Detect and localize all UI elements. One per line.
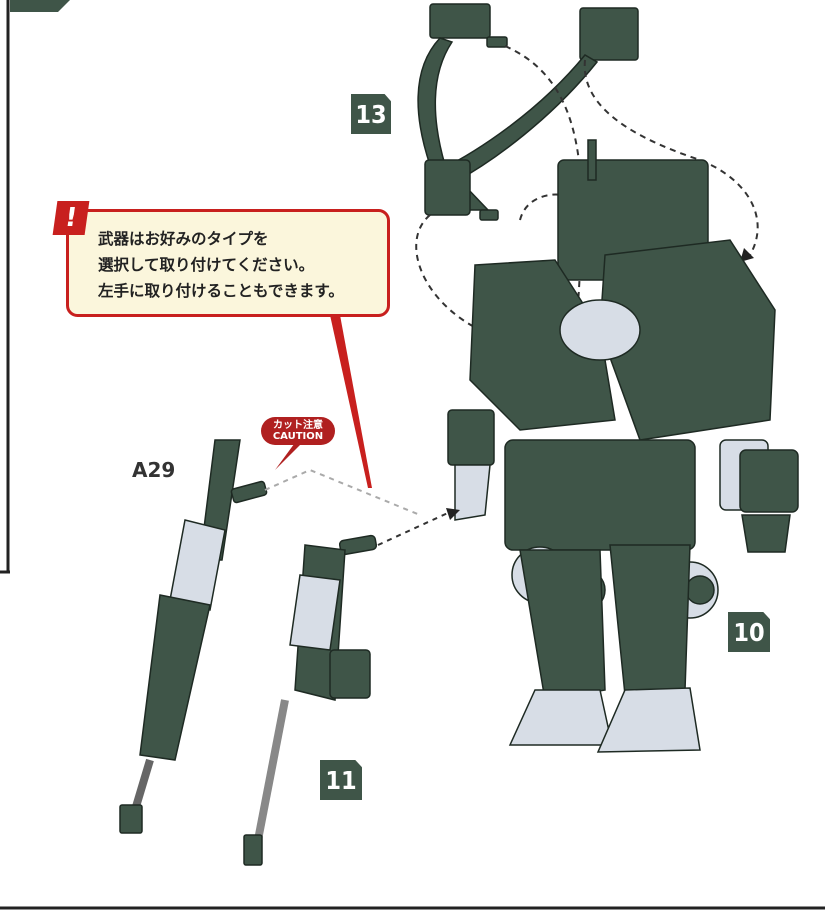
callout-line: 武器はお好みのタイプを bbox=[98, 230, 269, 248]
caution-en: CAUTION bbox=[272, 431, 324, 442]
part-10-mech-body bbox=[447, 139, 799, 753]
callout-line: 左手に取り付けることもできます。 bbox=[98, 282, 344, 300]
callout-pointer bbox=[330, 315, 372, 488]
weapon-guide-lines bbox=[264, 468, 451, 546]
warning-icon: ! bbox=[52, 201, 90, 235]
step-badge-11: 11 bbox=[320, 760, 362, 800]
callout-box bbox=[66, 209, 390, 317]
corner-tab bbox=[10, 0, 70, 12]
weapon-a29 bbox=[119, 439, 268, 834]
weapon-11 bbox=[243, 534, 378, 866]
callout-line: 選択して取り付けてください。 bbox=[98, 256, 315, 274]
cut-caution-badge: カット注意 CAUTION bbox=[261, 417, 335, 445]
step-badge-13: 13 bbox=[351, 94, 391, 134]
part-label-a29: A29 bbox=[132, 458, 176, 482]
caution-jp: カット注意 bbox=[273, 420, 323, 431]
callout-text: 武器はお好みのタイプを 選択して取り付けてください。 左手に取り付けることもでき… bbox=[98, 226, 344, 304]
step-badge-10: 10 bbox=[728, 612, 770, 652]
caution-pointer bbox=[275, 440, 305, 470]
part-13-hose-assembly bbox=[417, 3, 639, 221]
